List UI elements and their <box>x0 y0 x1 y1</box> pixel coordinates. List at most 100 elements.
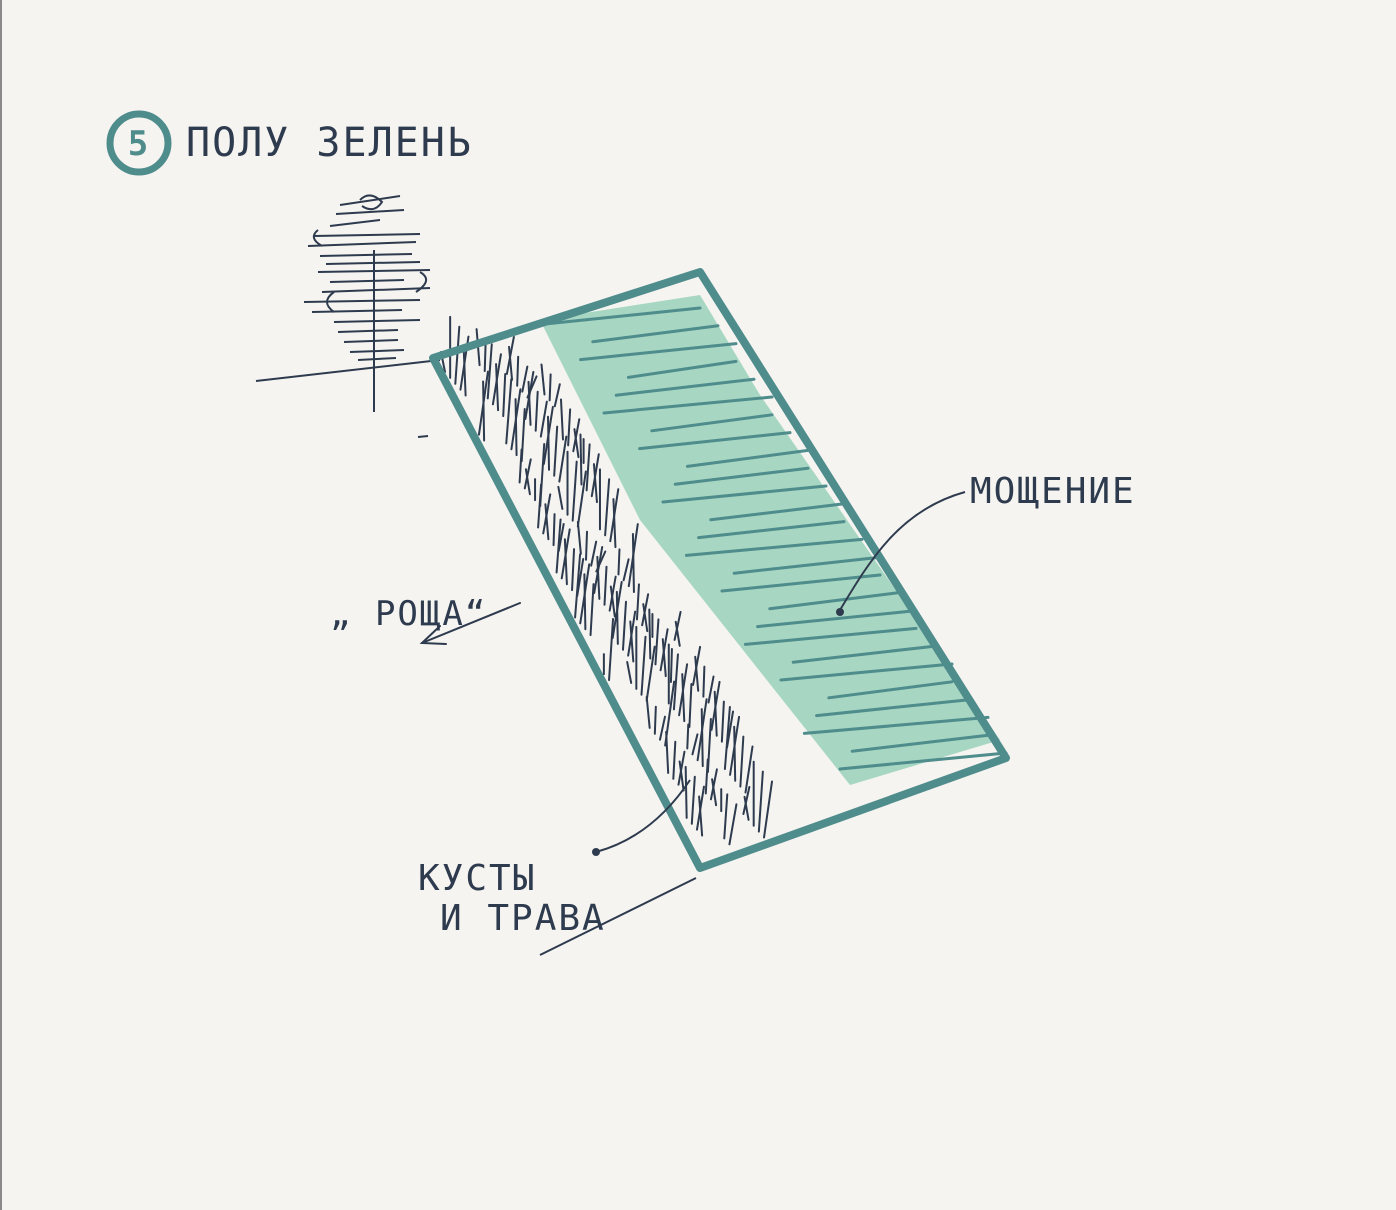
grass-stroke <box>555 518 562 574</box>
grass-stroke <box>505 378 513 445</box>
paving-stripe <box>850 733 990 753</box>
paving-leader-dot <box>836 608 844 616</box>
grass-stroke <box>547 415 551 471</box>
paving-stripe <box>591 324 720 344</box>
paving-stripe <box>827 680 954 700</box>
grass-stroke <box>574 553 582 619</box>
canvas-edge <box>0 0 2 1210</box>
label-bushes-line2: И ТРАВА <box>440 898 606 939</box>
grass-stroke <box>617 548 621 576</box>
grass-stroke <box>713 690 718 737</box>
grass-stroke <box>681 673 686 723</box>
grass-stroke <box>612 498 617 549</box>
grass-stroke <box>686 723 690 750</box>
grass-stroke <box>558 435 568 483</box>
grass-stroke <box>552 513 556 547</box>
arrow-left-icon <box>419 602 521 645</box>
grass-stroke <box>508 345 514 381</box>
grass-stroke <box>645 645 656 702</box>
grass-stroke <box>539 400 548 438</box>
paving-stripe <box>684 537 864 557</box>
grass-stroke <box>720 700 725 743</box>
paving-stripe <box>743 626 918 646</box>
grass-stroke <box>596 555 601 600</box>
page-title: ПОЛУ ЗЕЛЕНЬ <box>186 120 473 166</box>
grass-stroke <box>641 593 650 627</box>
path-frame <box>429 268 1010 872</box>
grass-stroke <box>709 768 718 801</box>
title-block: 5 ПОЛУ ЗЕЛЕНЬ <box>106 110 473 176</box>
grass-stroke <box>707 675 715 704</box>
grass-stroke <box>673 610 682 641</box>
circle-number-icon <box>106 110 172 176</box>
paving-stripe <box>614 377 756 397</box>
paving-stripe <box>720 573 882 593</box>
grass-stroke <box>674 620 681 647</box>
grass-stroke <box>548 373 552 402</box>
grass-stroke <box>563 538 568 586</box>
paving-stripe <box>638 431 792 451</box>
grass-stroke <box>684 765 688 819</box>
grass-stroke <box>595 550 607 573</box>
label-paving: МОЩЕНИЕ <box>970 471 1136 512</box>
grass-stroke <box>642 603 649 633</box>
grass-stroke <box>626 660 633 684</box>
grass-stroke <box>661 638 667 678</box>
grass-stroke <box>672 740 677 780</box>
grass-stroke <box>557 485 564 510</box>
grass-stroke <box>462 345 467 397</box>
grass-stroke <box>603 565 608 606</box>
paving-stripe <box>791 644 936 664</box>
paving-stripe <box>579 342 738 362</box>
label-grove: „ РОЩА“ <box>330 594 487 634</box>
grass-stroke <box>653 705 657 735</box>
grass-stroke <box>516 355 520 387</box>
grass-stroke <box>524 468 531 496</box>
grass-stroke <box>702 665 706 698</box>
grass-stroke <box>521 365 529 393</box>
paving-stripe <box>779 662 954 682</box>
grass-stroke <box>583 573 587 631</box>
paving-stripe <box>673 466 810 486</box>
grass-stroke <box>544 503 550 541</box>
grass-stroke <box>706 717 712 773</box>
grass-stroke <box>576 470 587 528</box>
grass-stroke <box>585 443 591 492</box>
grass-stroke <box>733 725 737 782</box>
paving-stripe <box>602 395 774 415</box>
paving-stripe <box>802 715 990 735</box>
grass-stroke <box>700 708 704 768</box>
paving-stripe <box>768 591 900 611</box>
paving-stripe <box>650 413 774 433</box>
bushes-leader-line <box>595 779 691 853</box>
paving-leader-line <box>839 491 966 611</box>
tick-mark <box>417 435 429 438</box>
grass-stroke <box>553 383 561 408</box>
grass-stroke <box>640 635 647 696</box>
grass-stroke <box>553 425 559 477</box>
grass-stroke <box>486 343 493 400</box>
grass-stroke <box>711 778 718 807</box>
grass-stroke <box>743 795 750 821</box>
grass-stroke <box>739 735 745 788</box>
paving-stripe <box>709 502 846 522</box>
bushes-leader-dot <box>592 848 600 856</box>
grass-stroke <box>629 620 635 663</box>
grass-stroke <box>573 428 580 459</box>
grass-stroke <box>576 557 585 597</box>
grass-stroke <box>757 770 764 833</box>
grass-stroke <box>495 363 500 412</box>
grass-stroke <box>526 375 538 399</box>
grass-stroke <box>514 398 518 457</box>
grass-stroke <box>523 458 532 490</box>
baseline <box>539 877 697 956</box>
paving-stripe <box>756 609 918 629</box>
grass-stroke <box>654 618 660 666</box>
grass-stroke <box>527 380 532 426</box>
grass-stroke <box>691 733 699 756</box>
grass-stroke <box>669 648 673 684</box>
grass-stroke <box>608 618 615 682</box>
grass-stroke <box>688 682 693 728</box>
grass-stroke <box>571 460 578 522</box>
